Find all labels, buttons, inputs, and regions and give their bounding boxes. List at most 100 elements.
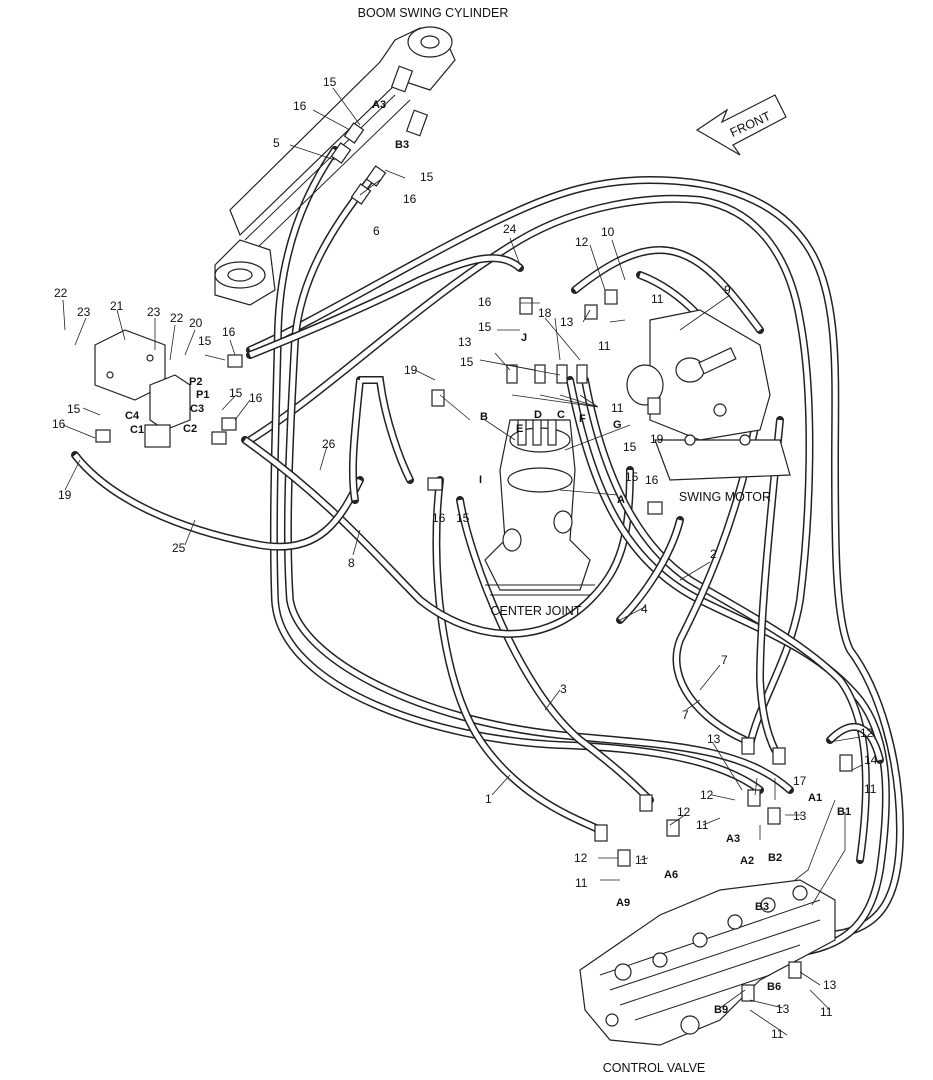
callout: 11	[611, 401, 624, 415]
callout: 3	[560, 682, 567, 696]
callout: 13	[707, 732, 721, 746]
hose-routes	[71, 146, 905, 959]
callout: 15	[456, 511, 470, 525]
boom-swing-cylinder	[214, 26, 456, 306]
swing-motor	[626, 309, 791, 481]
port-label: P2	[189, 376, 202, 388]
title-swing-motor: SWING MOTOR	[679, 490, 771, 504]
port-label: C	[557, 409, 565, 421]
callout: 11	[696, 818, 709, 832]
callout: 11	[864, 782, 877, 796]
callout: 19	[404, 363, 418, 377]
callout: 11	[598, 339, 611, 353]
callout: 14	[864, 753, 878, 767]
callout: 23	[147, 305, 161, 319]
callout: 15	[460, 355, 474, 369]
callout: 21	[110, 299, 124, 313]
callout: 24	[503, 222, 517, 236]
callout: 12	[860, 726, 874, 740]
callout: 12	[575, 235, 589, 249]
callout: 7	[721, 653, 728, 667]
callout: 9	[724, 283, 731, 297]
callout: 16	[293, 99, 307, 113]
callout: 19	[650, 432, 664, 446]
callout: 16	[432, 511, 446, 525]
callout: 16	[249, 391, 263, 405]
center-joint	[484, 419, 595, 596]
port-label: A6	[664, 869, 678, 881]
callout: 1	[485, 792, 492, 806]
callout: 15	[625, 470, 639, 484]
port-label: A9	[616, 897, 630, 909]
port-label: C3	[190, 403, 204, 415]
callout: 11	[651, 292, 664, 306]
callout: 11	[771, 1027, 784, 1041]
callout: 8	[348, 556, 355, 570]
port-label: D	[534, 409, 542, 421]
callout: 6	[373, 224, 380, 238]
callout: 11	[575, 876, 588, 890]
port-label: A	[617, 494, 625, 506]
fittings	[95, 122, 853, 1002]
callout: 15	[67, 402, 81, 416]
title-center-joint: CENTER JOINT	[491, 604, 582, 618]
callout: 15	[623, 440, 637, 454]
callout: 16	[222, 325, 236, 339]
callout: 13	[458, 335, 472, 349]
port-label: B	[480, 411, 488, 423]
callout: 13	[776, 1002, 790, 1016]
port-label: A3	[726, 833, 740, 845]
port-label: E	[516, 423, 523, 435]
callout: 15	[198, 334, 212, 348]
port-label: C2	[183, 423, 197, 435]
port-label: I	[479, 474, 482, 486]
callout: 15	[229, 386, 243, 400]
callout: 15	[420, 170, 434, 184]
callout: 11	[635, 853, 648, 867]
callout: 13	[560, 315, 574, 329]
callout: 17	[793, 774, 807, 788]
port-label: C1	[130, 424, 144, 436]
port-label: P1	[196, 389, 209, 401]
callout: 16	[52, 417, 66, 431]
callout: 18	[538, 306, 552, 320]
port-label: B6	[767, 981, 781, 993]
callout: 13	[793, 809, 807, 823]
callout: 25	[172, 541, 186, 555]
port-label: B1	[837, 806, 851, 818]
front-arrow	[695, 94, 787, 156]
port-label: A3	[372, 99, 386, 111]
title-control-valve: CONTROL VALVE	[603, 1061, 706, 1075]
callout: 20	[189, 316, 203, 330]
callout: 10	[601, 225, 615, 239]
callout: 22	[170, 311, 184, 325]
leader-lines	[62, 87, 863, 1036]
callout: 12	[574, 851, 588, 865]
control-valve	[579, 879, 836, 1046]
title-boom-swing-cylinder: BOOM SWING CYLINDER	[358, 6, 509, 20]
callout: 12	[677, 805, 691, 819]
callout: 22	[54, 286, 68, 300]
callout: 26	[322, 437, 336, 451]
port-label: G	[613, 419, 622, 431]
callout: 15	[478, 320, 492, 334]
port-label: B2	[768, 852, 782, 864]
callout: 13	[823, 978, 837, 992]
callout: 16	[645, 473, 659, 487]
port-label: J	[521, 332, 527, 344]
callout: 2	[710, 547, 717, 561]
port-label: B3	[755, 901, 769, 913]
callout: 16	[403, 192, 417, 206]
callout: 7	[682, 708, 689, 722]
port-label: A1	[808, 792, 822, 804]
callout: 5	[273, 136, 280, 150]
port-label: B3	[395, 139, 409, 151]
callout: 4	[641, 602, 648, 616]
callout: 15	[323, 75, 337, 89]
callout: 16	[478, 295, 492, 309]
callout: 11	[820, 1005, 833, 1019]
callout: 23	[77, 305, 91, 319]
callout: 12	[700, 788, 714, 802]
port-label: B9	[714, 1004, 728, 1016]
